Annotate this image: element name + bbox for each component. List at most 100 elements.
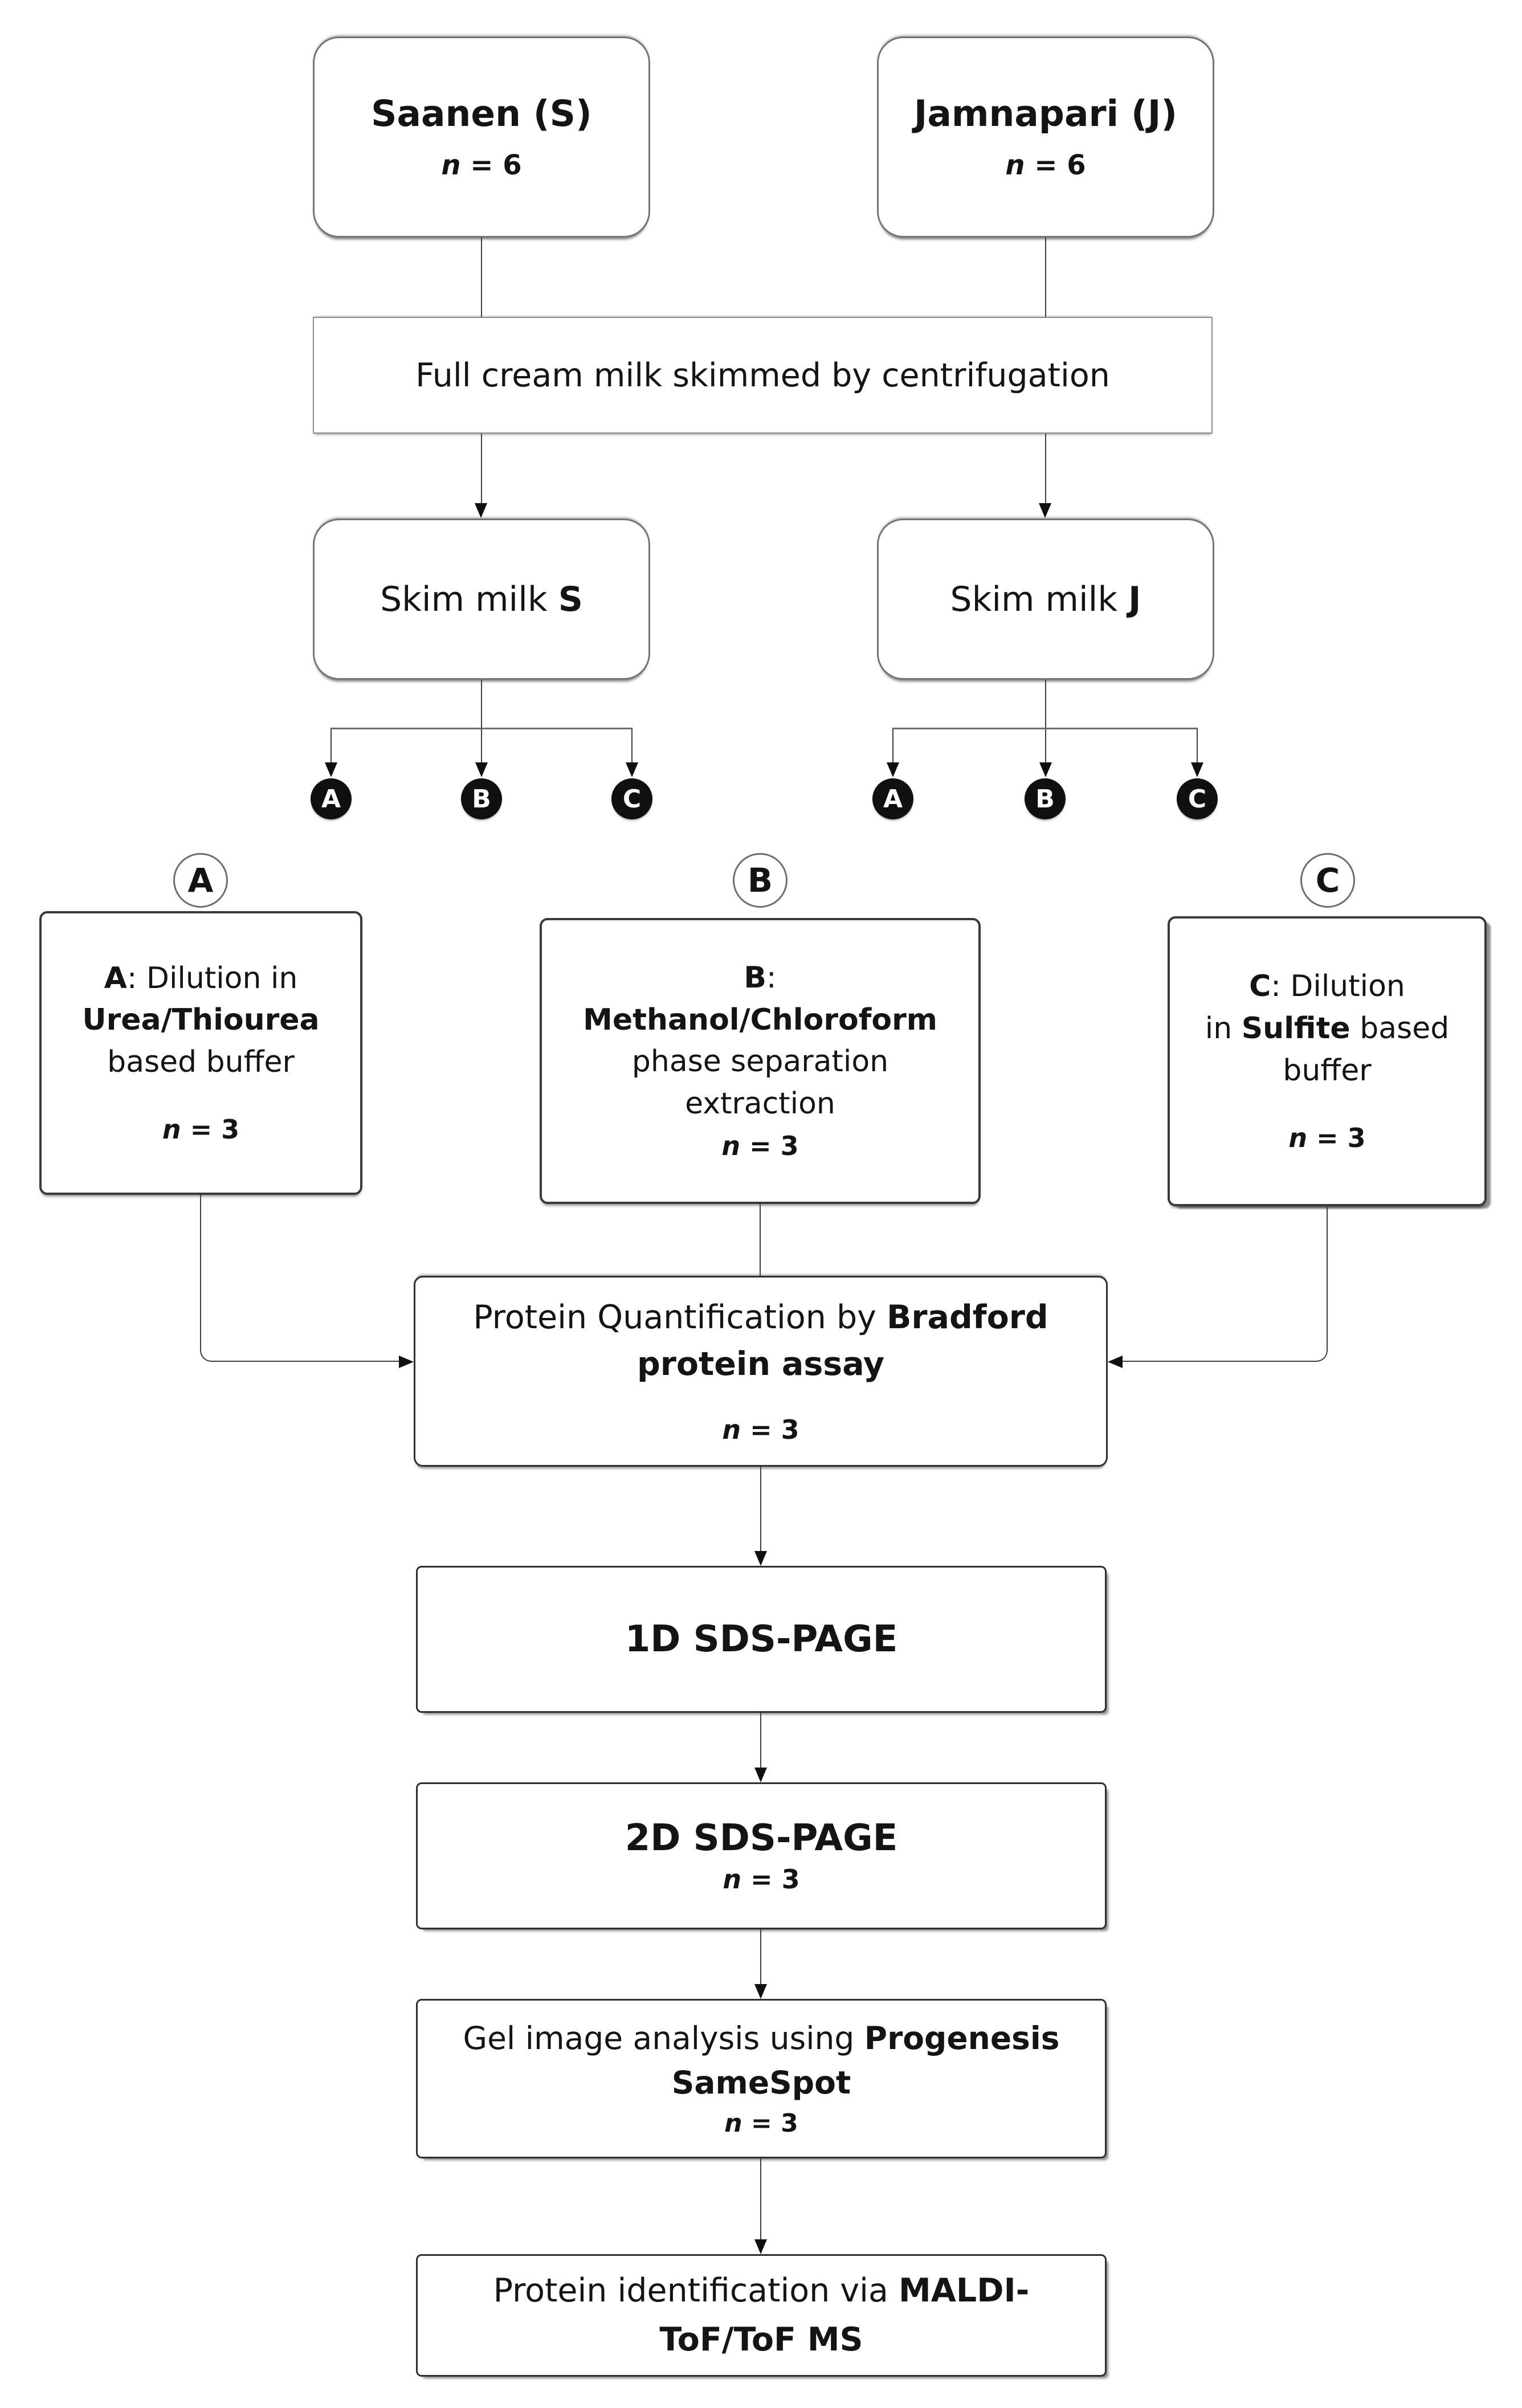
skim-label-j: Skim milk J [950, 579, 1141, 619]
branch-bar-s [330, 728, 633, 729]
method-text: : Dilution [1271, 969, 1405, 1004]
method-text: in [1205, 1011, 1242, 1046]
breed-box-jamnapari: Jamnapari (J) n = 6 [877, 36, 1214, 238]
connector-saanen-fullcream [481, 238, 482, 317]
branch-drop-s-b [481, 729, 482, 763]
maldi-text-bold: MALDI- [899, 2272, 1030, 2309]
method-label-c-circle: C [1300, 853, 1355, 908]
skim-breed-letter: J [1128, 579, 1141, 619]
arrowhead-down-icon [1039, 762, 1052, 777]
arrowhead-down-icon [475, 503, 487, 518]
arrowhead-down-icon [626, 762, 638, 777]
n-value: = 3 [1307, 1122, 1366, 1153]
connector-gel-maldi [760, 2158, 761, 2239]
sample-circle-j-b: B [1025, 778, 1066, 819]
sample-count-saanen: n = 6 [441, 149, 521, 181]
sample-circle-s-a: A [311, 778, 352, 819]
bradford-count: n = 3 [722, 1411, 799, 1449]
arrowhead-down-icon [754, 2239, 767, 2254]
sds-2d-title: 2D SDS-PAGE [625, 1817, 898, 1859]
breed-title-saanen: Saanen (S) [371, 93, 592, 134]
method-b-count: n = 3 [721, 1128, 798, 1165]
branch-drop-j-a [892, 729, 893, 763]
method-label-a-circle: A [173, 853, 228, 908]
connector-fullcream-skim-s [481, 434, 482, 503]
n-symbol: n [722, 1414, 741, 1445]
connector-2d-gel [760, 1929, 761, 1984]
bradford-text-bold: Bradford [886, 1298, 1048, 1336]
connector-method-a-bradford [200, 1195, 399, 1362]
n-value: = 6 [1025, 149, 1086, 181]
arrowhead-right-icon [399, 1356, 414, 1368]
arrowhead-down-icon [754, 1551, 767, 1566]
bradford-line1: Protein Quantification by Bradford [473, 1294, 1048, 1341]
n-symbol: n [724, 2108, 742, 2138]
bradford-text: Protein Quantification by [473, 1298, 887, 1336]
method-letter: C [1249, 969, 1271, 1004]
arrowhead-down-icon [887, 762, 899, 777]
method-a-count: n = 3 [162, 1111, 239, 1148]
maldi-line1: Protein identification via MALDI- [493, 2267, 1030, 2316]
skim-box-j: Skim milk J [877, 519, 1214, 680]
n-symbol: n [723, 1864, 742, 1895]
n-symbol: n [441, 149, 461, 181]
n-symbol: n [1288, 1122, 1308, 1153]
arrowhead-down-icon [1191, 762, 1203, 777]
method-box-a: A: Dilution in Urea/Thiourea based buffe… [39, 911, 362, 1195]
gel-line2: SameSpot [671, 2064, 851, 2101]
method-text: : Dilution in [127, 961, 298, 995]
maldi-line2: ToF/ToF MS [659, 2320, 863, 2358]
arrowhead-down-icon [475, 762, 488, 777]
method-text: : [766, 960, 777, 995]
n-value: = 3 [740, 1130, 799, 1161]
method-box-c: C: Dilution in Sulfite based buffer n = … [1168, 916, 1487, 1206]
gel-analysis-box: Gel image analysis using Progenesis Same… [416, 1999, 1107, 2158]
n-value: = 3 [742, 2108, 798, 2138]
method-text-bold: Sulfite [1241, 1011, 1350, 1046]
full-cream-box: Full cream milk skimmed by centrifugatio… [313, 317, 1213, 434]
connector-method-c-bradford [1123, 1206, 1328, 1362]
sample-circle-j-c: C [1177, 778, 1218, 819]
sample-circle-s-c: C [611, 778, 652, 819]
sds-1d-box: 1D SDS-PAGE [416, 1566, 1107, 1713]
sds-1d-title: 1D SDS-PAGE [625, 1618, 898, 1660]
connector-method-b-bradford [760, 1204, 761, 1276]
breed-box-saanen: Saanen (S) n = 6 [313, 36, 650, 238]
maldi-box: Protein identification via MALDI- ToF/To… [416, 2254, 1107, 2377]
branch-bar-j [892, 728, 1198, 729]
arrowhead-down-icon [325, 762, 337, 777]
breed-title-jamnapari: Jamnapari (J) [913, 93, 1178, 134]
sds-2d-box: 2D SDS-PAGE n = 3 [416, 1782, 1107, 1929]
sample-count-jamnapari: n = 6 [1005, 149, 1086, 181]
bradford-line2: protein assay [636, 1345, 885, 1383]
n-symbol: n [162, 1114, 181, 1145]
method-letter: A [104, 961, 127, 995]
connector-fullcream-skim-j [1045, 434, 1046, 503]
skim-text: Skim milk [380, 579, 558, 619]
connector-bradford-1d [760, 1467, 761, 1551]
arrowhead-down-icon [754, 1768, 767, 1782]
connector-jamnapari-fullcream [1045, 238, 1046, 317]
method-a-line2: Urea/Thiourea [82, 1003, 320, 1038]
method-label-b-circle: B [733, 853, 787, 908]
branch-stem-s [481, 680, 482, 729]
n-symbol: n [1005, 149, 1025, 181]
branch-stem-j [1045, 680, 1046, 729]
method-b-line1: B: [744, 957, 776, 999]
connector-1d-2d [760, 1713, 761, 1768]
sample-circle-s-b: B [461, 778, 502, 819]
method-a-line1: A: Dilution in [104, 958, 298, 1000]
arrowhead-left-icon [1108, 1356, 1123, 1368]
bradford-box: Protein Quantification by Bradford prote… [414, 1276, 1108, 1467]
method-letter: B [744, 960, 767, 995]
maldi-text: Protein identification via [493, 2272, 899, 2309]
n-value: = 3 [741, 1414, 799, 1445]
method-c-line3: buffer [1283, 1053, 1372, 1088]
skim-label-s: Skim milk S [380, 579, 583, 619]
n-value: = 3 [741, 1864, 800, 1895]
method-b-line2: Methanol/Chloroform [583, 1002, 937, 1037]
sds-2d-count: n = 3 [723, 1864, 799, 1895]
method-text: based [1350, 1011, 1450, 1046]
branch-drop-s-c [631, 729, 633, 763]
method-c-line1: C: Dilution [1249, 966, 1405, 1008]
